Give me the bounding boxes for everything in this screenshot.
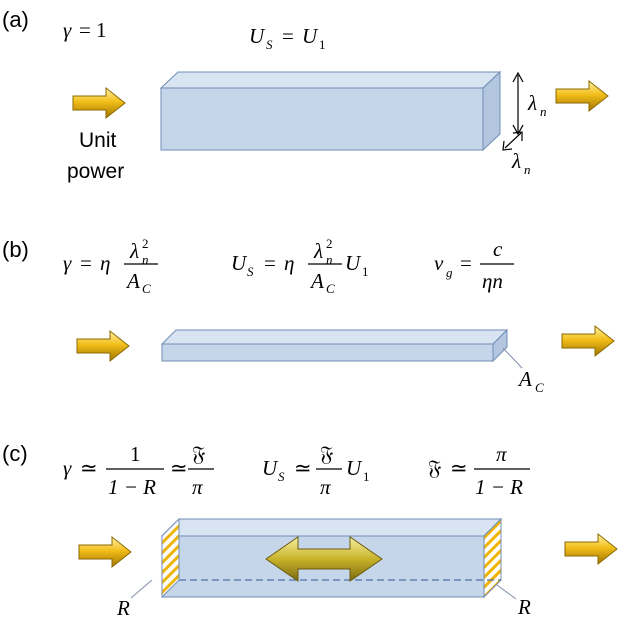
panel-a-label: (a) [2, 7, 29, 32]
numerator-one: 1 [130, 442, 141, 466]
a-symbol: A [125, 269, 140, 293]
lambda-subscript: n [326, 252, 333, 267]
a-subscript: C [326, 281, 335, 296]
panel-a-gamma-equation: γ = 1 [63, 18, 107, 42]
us-symbol: U [249, 24, 266, 48]
square-superscript: 2 [142, 236, 149, 251]
waveguide-box-b [160, 328, 523, 369]
panel-c-gamma-equation: γ ≃ 1 1 − R ≃ 𝔉 π [63, 442, 214, 499]
c-symbol: c [493, 237, 503, 261]
r-right-leader [496, 584, 517, 600]
unit-power-label-line2: power [67, 160, 124, 183]
eta-symbol: η [284, 251, 294, 275]
approx-sign: ≃ [80, 456, 98, 480]
u1-symbol: U [346, 456, 363, 480]
one-minus-r: 1 − R [475, 475, 523, 499]
input-arrow-b [76, 330, 130, 362]
arrow-head-down [512, 124, 524, 136]
box-front-face [161, 343, 494, 362]
one-minus-r: 1 − R [108, 475, 156, 499]
u1-subscript: 1 [363, 469, 370, 484]
double-arrow-standing-wave [265, 536, 383, 582]
approx-sign: ≃ [450, 456, 468, 480]
box-front-face [160, 87, 484, 151]
r-left-label: R [116, 596, 130, 620]
u1-subscript: 1 [362, 264, 369, 279]
gamma-value: 1 [96, 18, 107, 42]
lambda-depth-subscript: n [524, 162, 531, 177]
input-arrow-c [78, 536, 132, 568]
lambda-dimension-markers: λ n λ n [502, 71, 547, 177]
panel-a: (a) γ = 1 U S = U 1 λ n [2, 7, 609, 183]
arrow-head-up [512, 71, 524, 83]
eta-n-symbol: ηn [482, 269, 503, 293]
panel-b-gamma-equation: γ = η λ n 2 A C [63, 236, 158, 296]
equals-sign: = [79, 18, 91, 42]
pi-symbol: π [496, 442, 507, 466]
us-subscript: S [247, 264, 254, 279]
us-subscript: S [266, 37, 273, 52]
panel-b-vg-equation: v g = c ηn [434, 237, 514, 293]
r-right-label: R [517, 595, 531, 619]
equals-sign: = [80, 251, 92, 275]
box-top-face [160, 329, 509, 345]
panel-c-label: (c) [2, 441, 28, 466]
lambda-depth-label: λ [511, 149, 521, 173]
pi-symbol: π [320, 475, 331, 499]
output-arrow-a [555, 80, 609, 112]
v-symbol: v [434, 251, 444, 275]
box-top-face [159, 71, 502, 89]
output-arrow-b [561, 325, 615, 357]
ac-leader-line [502, 347, 523, 369]
a-subscript: C [142, 281, 151, 296]
approx-sign: ≃ [170, 456, 188, 480]
v-subscript: g [446, 265, 453, 280]
us-subscript: S [278, 469, 285, 484]
finesse-symbol: 𝔉 [320, 442, 333, 466]
u1-symbol: U [302, 24, 319, 48]
u1-subscript: 1 [319, 37, 326, 52]
ac-label-subscript: C [535, 380, 544, 395]
u1-symbol: U [345, 251, 362, 275]
panel-c-us-equation: U S ≃ 𝔉 π U 1 [262, 442, 370, 499]
arrow-head-diag-2 [512, 131, 523, 141]
lambda-height-subscript: n [540, 104, 547, 119]
r-left-leader [130, 579, 153, 599]
arrow-head-diag-1 [502, 140, 513, 151]
us-symbol: U [231, 251, 248, 275]
panel-b: (b) γ = η λ n 2 A C U S = η λ n 2 A C U … [2, 236, 615, 395]
gamma-symbol: γ [63, 18, 72, 42]
a-symbol: A [309, 269, 324, 293]
panel-c-finesse-equation: 𝔉 ≃ π 1 − R [428, 442, 530, 499]
pi-symbol: π [192, 475, 203, 499]
panel-b-label: (b) [2, 237, 29, 262]
box-top-face [160, 518, 503, 537]
equals-sign: = [460, 251, 472, 275]
lambda-symbol: λ [129, 239, 139, 263]
equals-sign: = [282, 24, 294, 48]
finesse-symbol: 𝔉 [428, 456, 441, 480]
panel-b-us-equation: U S = η λ n 2 A C U 1 [231, 236, 369, 296]
panel-c: (c) γ ≃ 1 1 − R ≃ 𝔉 π U S ≃ 𝔉 π U 1 𝔉 [2, 441, 618, 620]
square-superscript: 2 [326, 236, 333, 251]
ac-label: A [517, 367, 532, 391]
depth-dimension-arrow [504, 132, 522, 149]
input-arrow-a [72, 87, 126, 119]
lambda-height-label: λ [527, 91, 537, 115]
lambda-subscript: n [142, 252, 149, 267]
gamma-symbol: γ [63, 251, 72, 275]
equals-sign: = [264, 251, 276, 275]
finesse-symbol: 𝔉 [192, 442, 205, 466]
eta-symbol: η [100, 251, 110, 275]
lambda-symbol: λ [313, 239, 323, 263]
waveguide-box-a [159, 70, 502, 152]
approx-sign: ≃ [294, 456, 312, 480]
gamma-symbol: γ [63, 456, 72, 480]
output-arrow-c [564, 533, 618, 565]
us-symbol: U [262, 456, 279, 480]
panel-a-us-equation: U S = U 1 [249, 24, 326, 52]
unit-power-label-line1: Unit [79, 129, 117, 152]
